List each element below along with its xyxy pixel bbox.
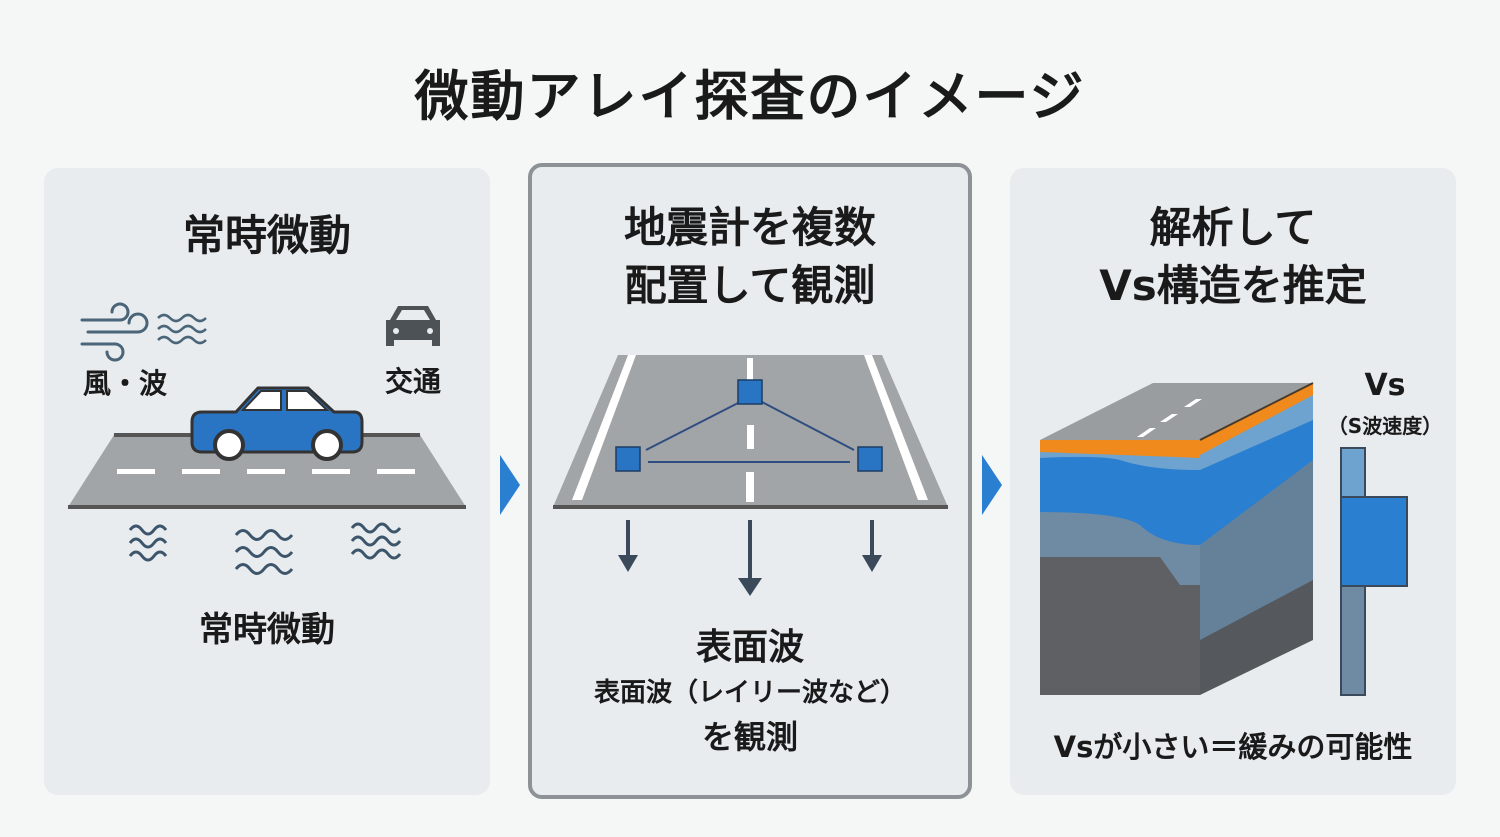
wind-icon bbox=[80, 302, 149, 362]
sensor-connection-arrows bbox=[645, 401, 855, 463]
label-wind-wave: 風・波 bbox=[82, 367, 167, 400]
vs-footer-note: Vsが小さい＝緩みの可能性 bbox=[1053, 730, 1413, 764]
panel3-heading-line1: 解析して bbox=[1149, 203, 1317, 252]
seismometer-icon bbox=[615, 379, 883, 472]
panel2-heading-line2: 配置して観測 bbox=[624, 261, 876, 310]
label-traffic: 交通 bbox=[384, 365, 441, 398]
arrow-right-icon bbox=[500, 455, 520, 515]
blue-car-icon bbox=[190, 386, 364, 461]
car-front-icon bbox=[386, 306, 440, 346]
layer-side bbox=[1199, 382, 1314, 695]
panel2-heading-line1: 地震計を複数 bbox=[623, 203, 876, 252]
surface-wave-title: 表面波 bbox=[695, 627, 804, 668]
road-perspective bbox=[553, 355, 948, 509]
water-wave-icon bbox=[157, 313, 207, 345]
layer-front bbox=[1040, 440, 1200, 695]
vs-sublabel: （S波速度） bbox=[1327, 414, 1443, 438]
arrow-right-icon bbox=[982, 455, 1002, 515]
vs-profile-bar bbox=[1340, 447, 1408, 696]
panel1-heading: 常時微動 bbox=[182, 211, 351, 260]
panel3-heading-line2: Vs構造を推定 bbox=[1099, 261, 1367, 310]
surface-wave-desc-line2: を観測 bbox=[701, 718, 798, 756]
down-arrow-icon bbox=[618, 520, 882, 596]
vs-label: Vs bbox=[1364, 368, 1406, 403]
page-title: 微動アレイ探査のイメージ bbox=[414, 65, 1086, 128]
label-ambient-footer: 常時微動 bbox=[199, 610, 335, 650]
surface-wave-desc-line1: 表面波（レイリー波など） bbox=[593, 678, 906, 708]
ground-vibration-icon bbox=[128, 522, 402, 575]
road-surface bbox=[1040, 383, 1313, 440]
